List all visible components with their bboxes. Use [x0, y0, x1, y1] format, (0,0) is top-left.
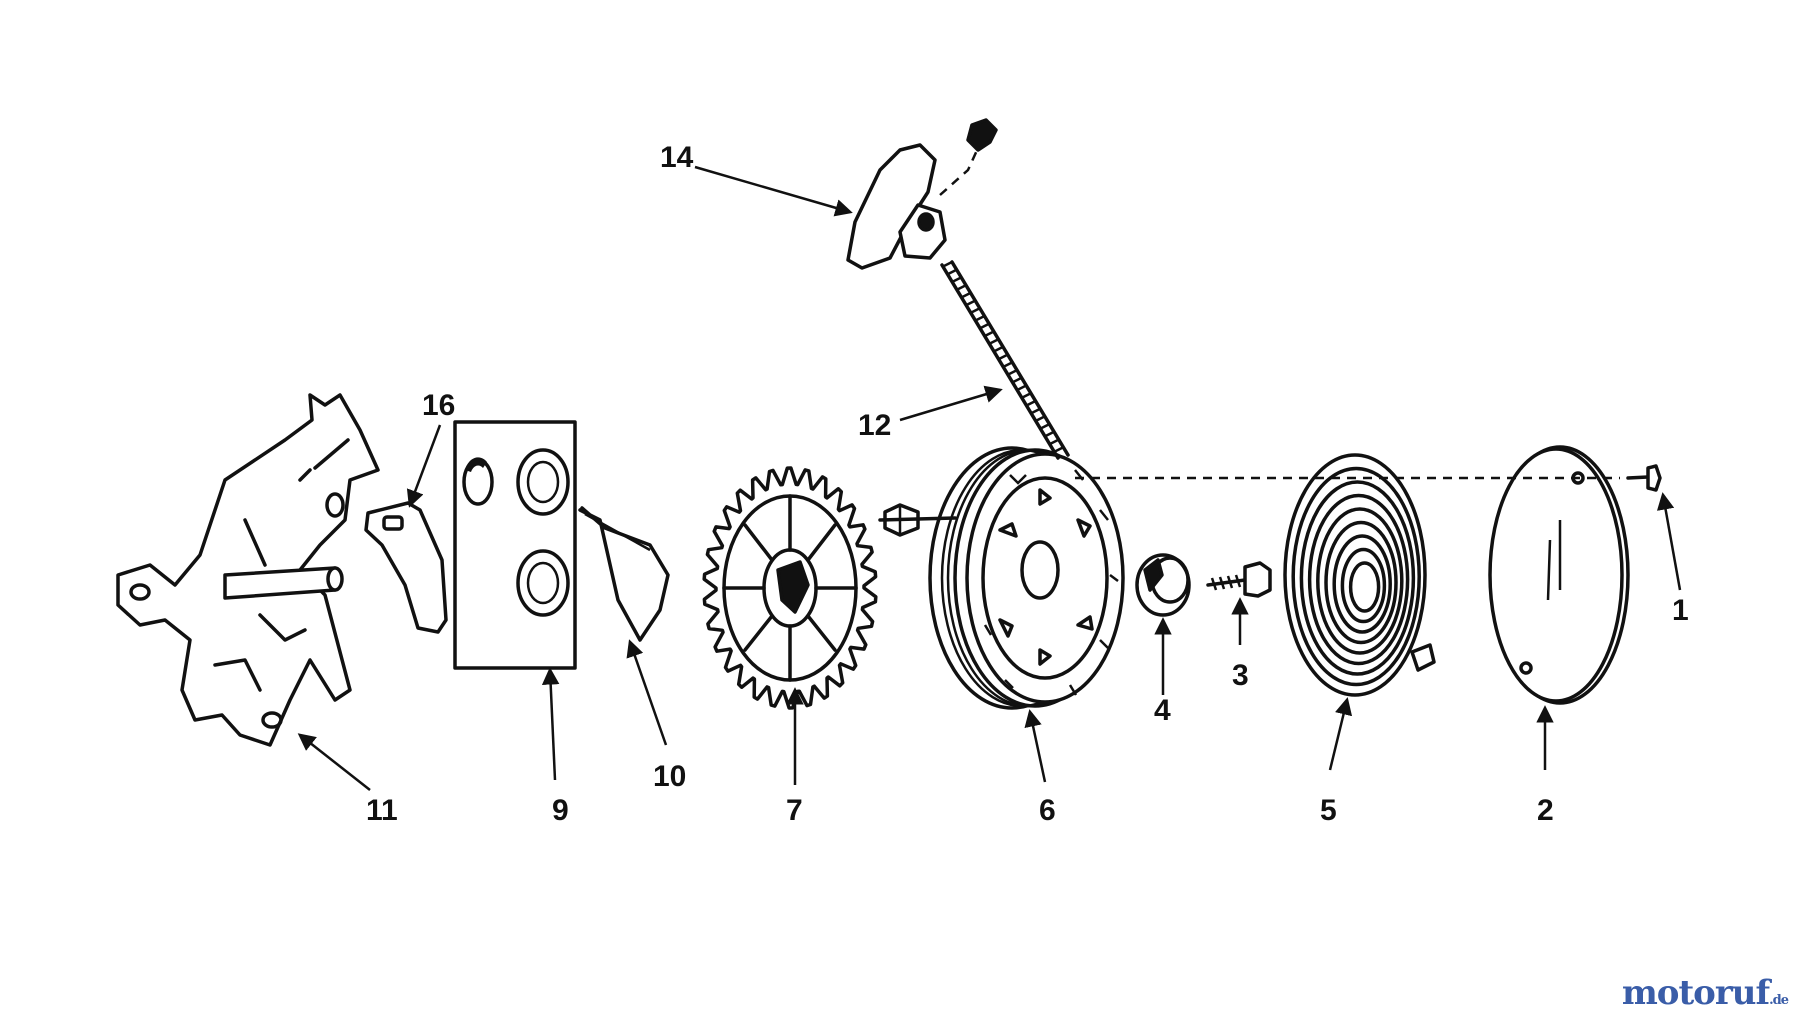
- starter-handle-part: [846, 118, 998, 270]
- label-11: 11: [366, 794, 398, 827]
- wire-spring-part: [578, 506, 670, 642]
- leader-14: [694, 165, 853, 217]
- label-7: 7: [786, 794, 803, 827]
- spring-coil: [1332, 534, 1392, 634]
- control-bracket-part: [116, 393, 380, 747]
- gasket-plate-part: [453, 420, 577, 670]
- label-9: 9: [552, 794, 569, 827]
- link-part: [364, 501, 448, 634]
- label-4: 4: [1154, 694, 1171, 727]
- screw-part: [1206, 561, 1272, 598]
- brand-watermark: motoruf.de: [1621, 973, 1789, 1013]
- spring-coil: [1299, 480, 1416, 676]
- recoil-spring-part: [1283, 453, 1436, 697]
- label-16: 16: [422, 389, 455, 422]
- spring-coil: [1324, 520, 1398, 645]
- watermark-brand: motoruf: [1621, 973, 1770, 1013]
- label-5: 5: [1320, 794, 1337, 827]
- label-10: 10: [653, 760, 686, 793]
- spring-coil: [1307, 493, 1410, 666]
- watermark-tld: .de: [1769, 993, 1789, 1008]
- leader-16: [406, 424, 442, 508]
- spring-coil: [1340, 547, 1387, 624]
- label-14: 14: [660, 141, 694, 174]
- leader-10: [626, 639, 668, 746]
- ratchet-gear-part: [702, 466, 878, 710]
- leader-1: [1656, 492, 1682, 591]
- spring-coil: [1283, 453, 1427, 697]
- label-3: 3: [1232, 659, 1249, 692]
- leader-11: [297, 733, 371, 791]
- label-1: 1: [1672, 594, 1689, 627]
- leader-5: [1328, 697, 1353, 771]
- leader-9: [541, 667, 560, 781]
- label-2: 2: [1537, 794, 1554, 827]
- starter-rope-part: [940, 260, 1070, 460]
- part-labels: 14 16 12 11 9 10 7 6 4 3 5 2 1: [366, 141, 1689, 827]
- spring-coil: [1348, 561, 1381, 613]
- spring-coil: [1316, 507, 1404, 655]
- leader-12: [899, 385, 1003, 422]
- small-screw-part: [1626, 464, 1662, 492]
- leader-lines: [297, 165, 1682, 791]
- label-6: 6: [1039, 794, 1056, 827]
- cover-plate-part: [1488, 445, 1630, 705]
- cup-part: [1135, 553, 1191, 617]
- spring-coil: [1291, 466, 1421, 687]
- pulley-housing-part: [878, 446, 1125, 710]
- leader-6: [1024, 709, 1047, 783]
- label-12: 12: [858, 409, 891, 442]
